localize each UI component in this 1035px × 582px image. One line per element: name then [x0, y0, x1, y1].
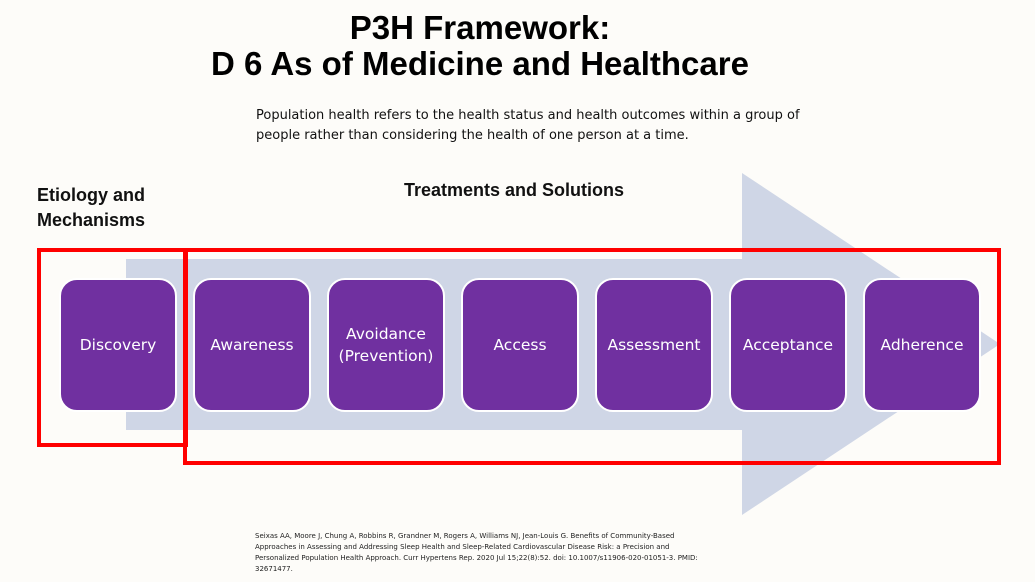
- step-adherence: Adherence: [863, 278, 981, 412]
- step-avoidance: Avoidance (Prevention): [327, 278, 445, 412]
- citation: Seixas AA, Moore J, Chung A, Robbins R, …: [255, 532, 698, 573]
- title-line-2: D 6 As of Medicine and Healthcare: [211, 45, 749, 82]
- treatments-highlight-box: [183, 248, 1001, 465]
- etiology-label: Etiology and Mechanisms: [37, 185, 146, 230]
- description: Population health refers to the health s…: [256, 108, 800, 143]
- step-assessment: Assessment: [595, 278, 713, 412]
- etiology-highlight-box: [37, 248, 188, 447]
- title-line-1: P3H Framework:: [349, 9, 611, 46]
- treatments-label: Treatments and Solutions: [404, 180, 625, 200]
- step-access: Access: [461, 278, 579, 412]
- step-awareness: Awareness: [193, 278, 311, 412]
- step-discovery: Discovery: [59, 278, 177, 412]
- step-acceptance: Acceptance: [729, 278, 847, 412]
